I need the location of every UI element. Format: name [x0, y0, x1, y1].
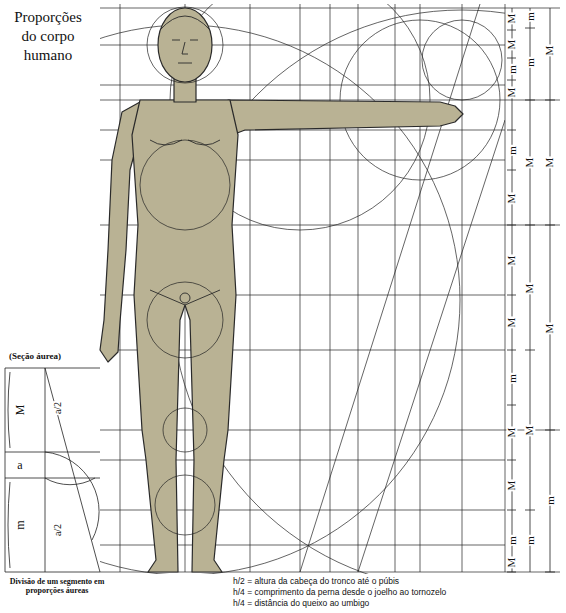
- proportion-letter: m: [525, 535, 536, 546]
- right-arm: [228, 100, 463, 135]
- golden-section-inset: [5, 368, 100, 572]
- chest-lines: [150, 140, 220, 145]
- proportion-letter: M: [525, 156, 536, 168]
- pelvis-lines: [150, 290, 220, 305]
- inset-line: [5, 478, 100, 479]
- inset-line: [5, 368, 6, 572]
- grid-line: [358, 4, 359, 572]
- inset-line: [5, 368, 100, 369]
- proportion-circle: [155, 475, 215, 535]
- proportion-letter: M: [507, 12, 518, 24]
- proportion-circle: [163, 408, 207, 452]
- grid-line: [250, 4, 251, 572]
- proportion-letter: m: [525, 11, 536, 22]
- proportion-letter: M: [14, 404, 26, 417]
- measure-ticks: [525, 28, 535, 510]
- proportion-letter: M: [507, 426, 518, 438]
- construction-diagonal: [300, 4, 480, 572]
- nose: [182, 42, 188, 54]
- grid-line: [462, 4, 463, 572]
- inset-brace: [8, 372, 10, 568]
- grid-line: [420, 4, 421, 572]
- proportion-letter: a/2: [53, 523, 63, 537]
- inset-diagonal: [45, 368, 100, 572]
- proportion-letter: m: [507, 373, 518, 384]
- proportion-letter: M: [507, 316, 518, 328]
- proportion-circle: [147, 7, 223, 83]
- construction-arc: [340, 20, 500, 180]
- proportion-letter: M: [545, 156, 556, 168]
- proportion-letter: M: [545, 44, 556, 56]
- inset-arc: [45, 478, 95, 485]
- proportion-letter: M: [507, 38, 518, 50]
- proportion-letter: m: [14, 519, 26, 530]
- head: [158, 8, 212, 82]
- figure-details: [150, 16, 220, 305]
- note-text: h/4 = comprimento da perna desde o joelh…: [232, 588, 447, 597]
- proportion-circle: [140, 140, 230, 230]
- mouth: [178, 63, 192, 64]
- grid-line: [300, 4, 301, 572]
- proportion-letter: M: [507, 86, 518, 98]
- proportion-circles: [140, 7, 230, 535]
- pubis: [180, 293, 190, 303]
- human-figure: [100, 8, 463, 572]
- proportion-letter: m: [507, 64, 518, 75]
- eye: [172, 40, 180, 41]
- measure-ticks: [545, 100, 555, 572]
- inset-line: [5, 452, 100, 453]
- body: [132, 100, 238, 572]
- inset-line: [5, 572, 100, 573]
- note-text: Divisão de um segmento em proporções áur…: [4, 578, 110, 596]
- proportion-letter: m: [507, 145, 518, 156]
- proportion-circle: [147, 282, 223, 358]
- grid-line: [505, 4, 506, 572]
- proportion-letter: m: [525, 57, 536, 68]
- grid-line: [100, 85, 505, 86]
- proportion-letter: M: [507, 556, 518, 568]
- proportion-letter: M: [525, 282, 536, 294]
- note-text: h/4 = distância do queixo ao umbigo: [232, 599, 370, 608]
- eye: [190, 40, 198, 41]
- grid-lines: [100, 4, 560, 572]
- proportion-letter: a: [16, 459, 23, 471]
- note-text: (Seção áurea): [8, 352, 62, 361]
- construction-arcs: [100, 4, 505, 574]
- grid-line: [395, 4, 396, 572]
- measure-line: [550, 8, 551, 572]
- grid-line: [330, 4, 331, 572]
- proportion-letter: M: [545, 322, 556, 334]
- proportion-letter: m: [507, 535, 518, 546]
- note-text: h/2 = altura da cabeça do tronco até o p…: [232, 577, 400, 586]
- diagram-title: Proporções do corpo humano: [8, 8, 88, 64]
- hair-line: [160, 16, 210, 30]
- proportion-letter: a/2: [53, 401, 63, 415]
- inset-segment: [45, 368, 46, 572]
- proportion-letter: M: [507, 479, 518, 491]
- proportion-letter: M: [507, 254, 518, 266]
- proportion-letter: m: [545, 495, 556, 506]
- inset-arc: [45, 452, 99, 540]
- proportion-letter: M: [525, 424, 536, 436]
- construction-diagonal: [358, 120, 505, 572]
- measure-brackets: [507, 8, 555, 572]
- proportion-letter: M: [507, 192, 518, 204]
